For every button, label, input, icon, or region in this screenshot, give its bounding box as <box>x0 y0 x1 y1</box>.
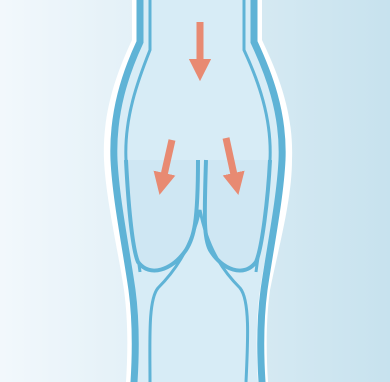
diagram-stage <box>0 0 390 382</box>
vein-valve-diagram <box>0 0 390 382</box>
